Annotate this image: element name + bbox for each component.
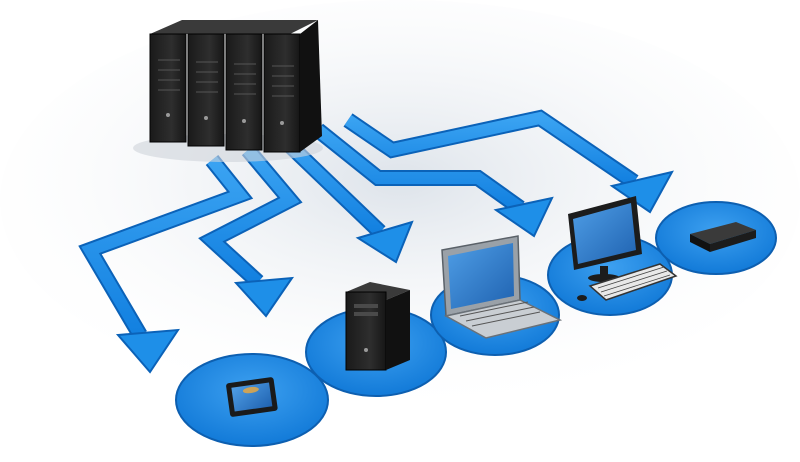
laptop-icon [441,235,563,339]
server-rack-icon [133,20,323,162]
desktop-monitor-keyboard-icon [568,196,678,301]
arrow-to-desktop-tower [198,144,303,318]
desktop-tower-icon [345,282,410,371]
tablet-icon [226,377,278,417]
arrow-to-tablet [78,155,254,374]
arrow-to-desktop-monitor [313,123,554,238]
network-device-icon [690,222,756,252]
